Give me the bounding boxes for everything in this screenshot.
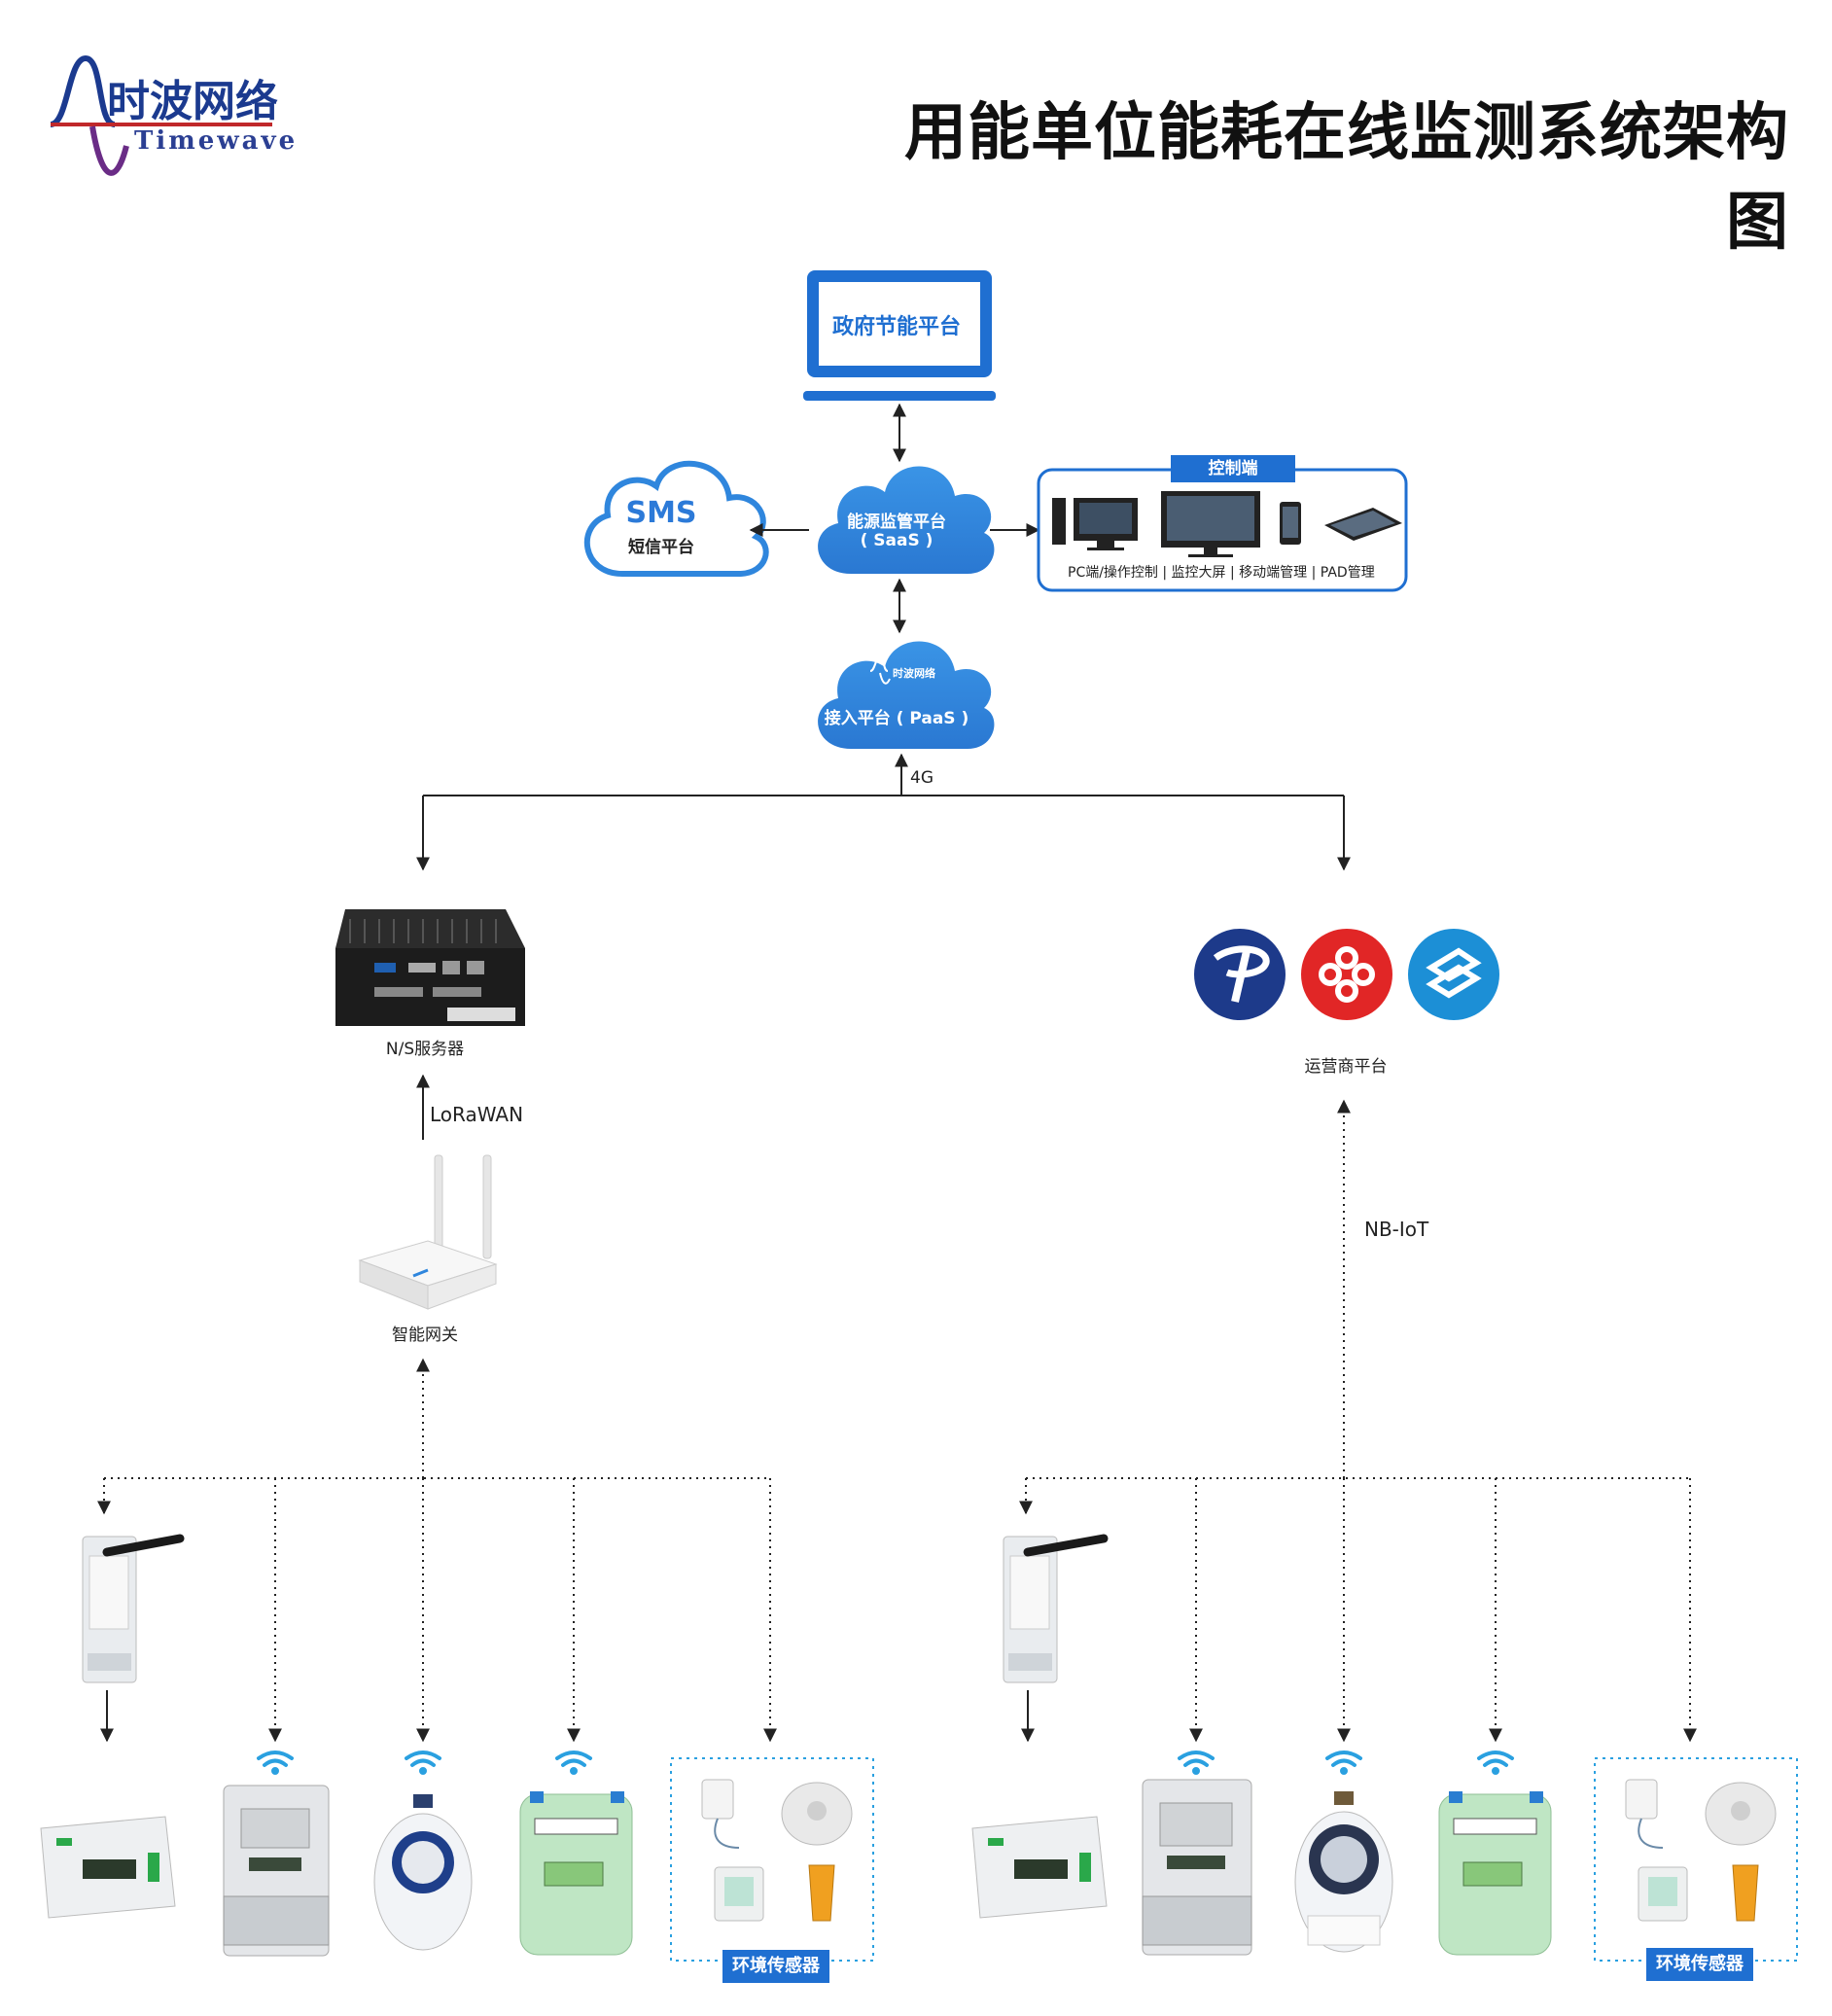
- electric-meter-icon: [1142, 1779, 1252, 1956]
- env-sensor-tag-left: 环境传感器: [722, 1950, 829, 1983]
- uplink-protocol-label: 4G: [910, 768, 934, 788]
- water-meter-icon: [1294, 1791, 1393, 1953]
- big-screen-icon: [1161, 491, 1260, 557]
- sensor-icon: [1625, 1779, 1777, 1922]
- nbiot-label: NB-IoT: [1364, 1218, 1429, 1241]
- saas-cloud-icon: [818, 466, 995, 574]
- gas-meter-icon: [1438, 1791, 1552, 1956]
- tablet-icon: [1324, 508, 1402, 541]
- din-rail-meter-icon: [971, 1816, 1108, 1919]
- lora-module-icon: [82, 1534, 185, 1683]
- gov-platform-label: 政府节能平台: [832, 315, 962, 339]
- lorawan-label: LoRaWAN: [430, 1103, 524, 1126]
- china-mobile-icon: [1408, 929, 1499, 1020]
- control-tag: 控制端: [1171, 455, 1295, 482]
- paas-cloud-icon: [818, 641, 995, 749]
- sms-subtitle: 短信平台: [628, 538, 694, 557]
- operator-label: 运营商平台: [1304, 1057, 1388, 1077]
- logo-english: Timewave: [134, 126, 299, 156]
- monitor-icon: [1074, 498, 1138, 550]
- pc-tower-icon: [1052, 498, 1066, 545]
- sms-cloud-icon: [583, 460, 769, 577]
- env-sensor-box: [670, 1757, 874, 1962]
- saas-label-line1: 能源监管平台: [847, 513, 946, 532]
- sms-title: SMS: [625, 496, 697, 530]
- paas-logo-text: 时波网络: [893, 667, 935, 680]
- din-rail-meter-icon: [40, 1816, 176, 1919]
- wifi-icon: [257, 1751, 294, 1775]
- page-title: 用能单位能耗在线监测系统架构图: [904, 97, 1789, 259]
- phone-icon: [1280, 502, 1301, 545]
- ns-server-label: N/S服务器: [385, 1040, 465, 1059]
- router-icon: [358, 1154, 498, 1310]
- laptop-icon: [803, 270, 996, 401]
- gateway-label: 智能网关: [392, 1326, 458, 1345]
- saas-label-line2: ( SaaS ): [860, 531, 934, 550]
- wifi-icon: [1178, 1751, 1215, 1775]
- wifi-icon: [1325, 1751, 1362, 1775]
- control-caption: PC端/操作控制 | 监控大屏 | 移动端管理 | PAD管理: [1068, 565, 1375, 581]
- lora-module-icon: [1003, 1534, 1109, 1683]
- wifi-icon: [405, 1751, 441, 1775]
- electric-meter-icon: [223, 1785, 330, 1957]
- logo-mark-icon: [50, 54, 272, 176]
- china-unicom-icon: [1301, 929, 1392, 1020]
- logo-chinese: 时波网络: [107, 77, 278, 126]
- env-sensor-tag-right: 环境传感器: [1646, 1948, 1753, 1981]
- sensor-icon: [701, 1779, 853, 1922]
- env-sensor-box: [1594, 1757, 1798, 1962]
- china-telecom-icon: [1194, 929, 1286, 1020]
- server-icon: [335, 909, 525, 1026]
- gas-meter-icon: [519, 1791, 633, 1956]
- paas-label: 接入平台 ( PaaS ): [824, 709, 969, 728]
- water-meter-icon: [373, 1794, 473, 1951]
- wifi-icon: [555, 1751, 592, 1775]
- wifi-icon: [1477, 1751, 1514, 1775]
